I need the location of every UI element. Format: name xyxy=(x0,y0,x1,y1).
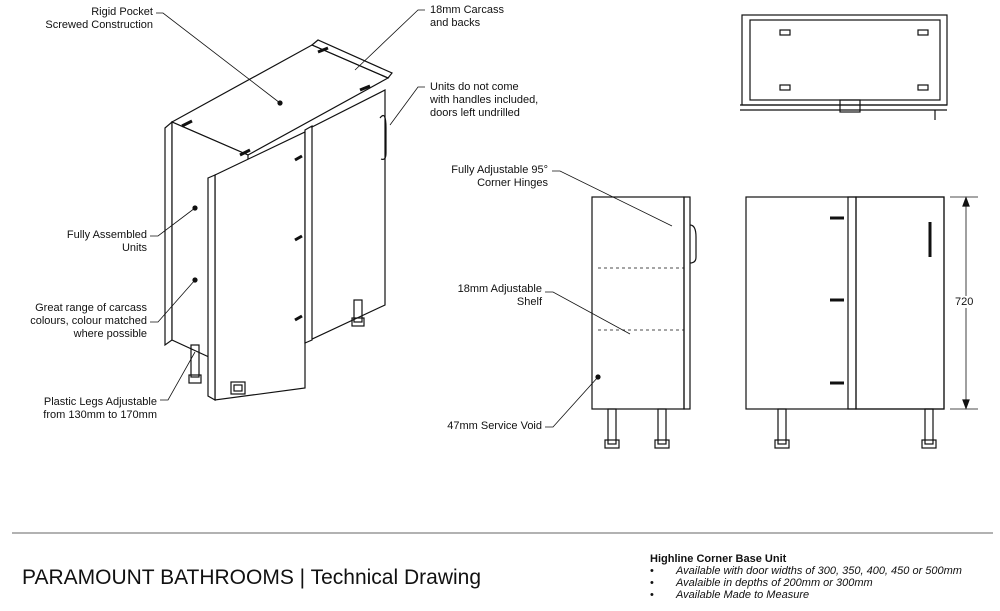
spec-title: Highline Corner Base Unit xyxy=(650,553,787,565)
spec-item: Avalaible in depths of 200mm or 300mm xyxy=(650,577,962,589)
label-hinges: Fully Adjustable 95°Corner Hinges xyxy=(451,164,548,189)
page-title: PARAMOUNT BATHROOMS | Technical Drawing xyxy=(22,566,482,589)
side-view xyxy=(591,196,697,449)
label-service-void: 47mm Service Void xyxy=(447,420,542,432)
top-view xyxy=(740,14,948,120)
isometric-cabinet xyxy=(164,39,393,402)
leader-lines xyxy=(150,9,673,428)
spec-item: Available Made to Measure xyxy=(650,589,962,601)
height-dimension: 720 xyxy=(955,296,974,308)
spec-item: Available with door widths of 300, 350, … xyxy=(650,565,962,577)
front-view xyxy=(745,196,978,449)
spec-block: Highline Corner Base Unit Available with… xyxy=(650,553,962,601)
